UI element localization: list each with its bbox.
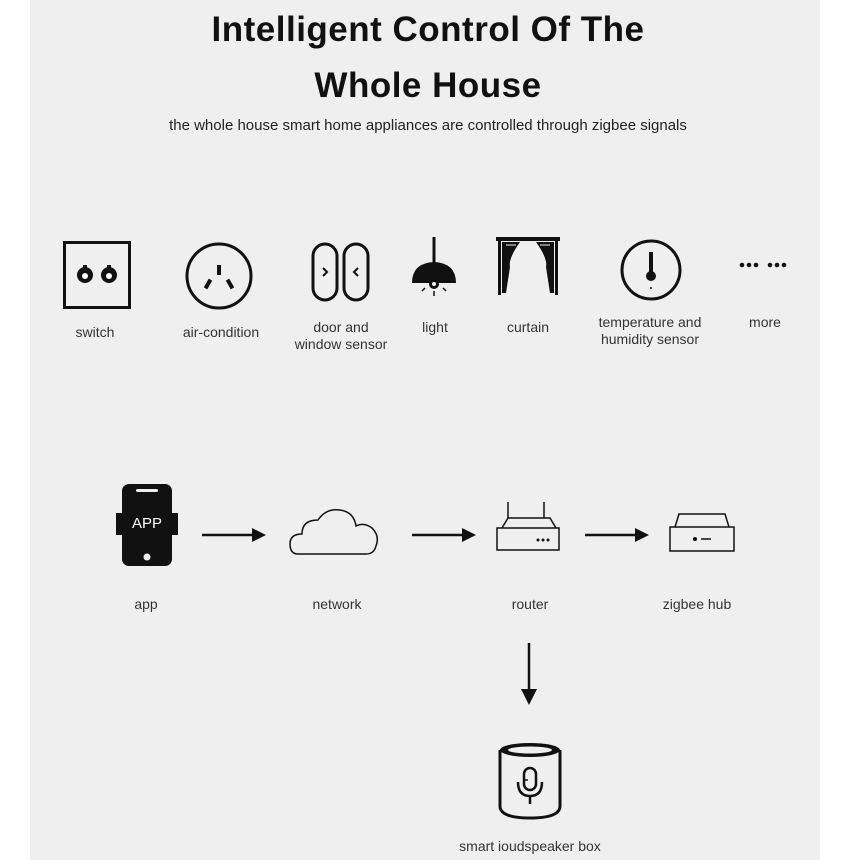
cloud-icon	[288, 506, 382, 558]
zigbee-hub-icon	[667, 511, 737, 555]
arrow-right-icon	[583, 527, 651, 543]
device-label-door-window-sensor: door and window sensor	[294, 319, 388, 352]
device-label-switch: switch	[75, 324, 115, 340]
flow-label-router: router	[511, 596, 549, 612]
thermometer-icon	[619, 238, 683, 302]
page-title-line-1: Intelligent Control Of The	[211, 10, 645, 49]
flow-label-zigbee-hub: zigbee hub	[662, 596, 732, 612]
door-sensor-icon	[310, 242, 372, 302]
smart-speaker-icon	[497, 740, 563, 822]
router-icon	[494, 500, 562, 556]
device-label-light: light	[422, 319, 448, 335]
flow-label-network: network	[312, 596, 362, 612]
device-label-more: more	[749, 314, 781, 330]
device-label-curtain: curtain	[506, 319, 550, 335]
device-label-air-condition: air-condition	[182, 324, 260, 340]
socket-switch-icon	[63, 241, 131, 309]
ellipsis-icon	[739, 260, 789, 270]
page-title-line-2: Whole House	[314, 66, 542, 105]
flow-label-app: app	[134, 596, 158, 612]
arrow-right-icon	[410, 527, 478, 543]
arrow-down-icon	[519, 641, 539, 707]
app-icon-text: APP	[131, 515, 162, 532]
background-panel	[30, 0, 820, 860]
outlet-icon	[184, 241, 254, 311]
page-subtitle: the whole house smart home appliances ar…	[169, 117, 687, 134]
flow-label-smart-speaker: smart ioudspeaker box	[459, 838, 601, 854]
arrow-right-icon	[200, 527, 268, 543]
curtain-icon	[496, 237, 560, 295]
pendant-lamp-icon	[408, 237, 460, 297]
device-label-temperature-humidity-sensor: temperature and humidity sensor	[598, 314, 702, 347]
phone-app-icon: APP	[116, 482, 180, 568]
